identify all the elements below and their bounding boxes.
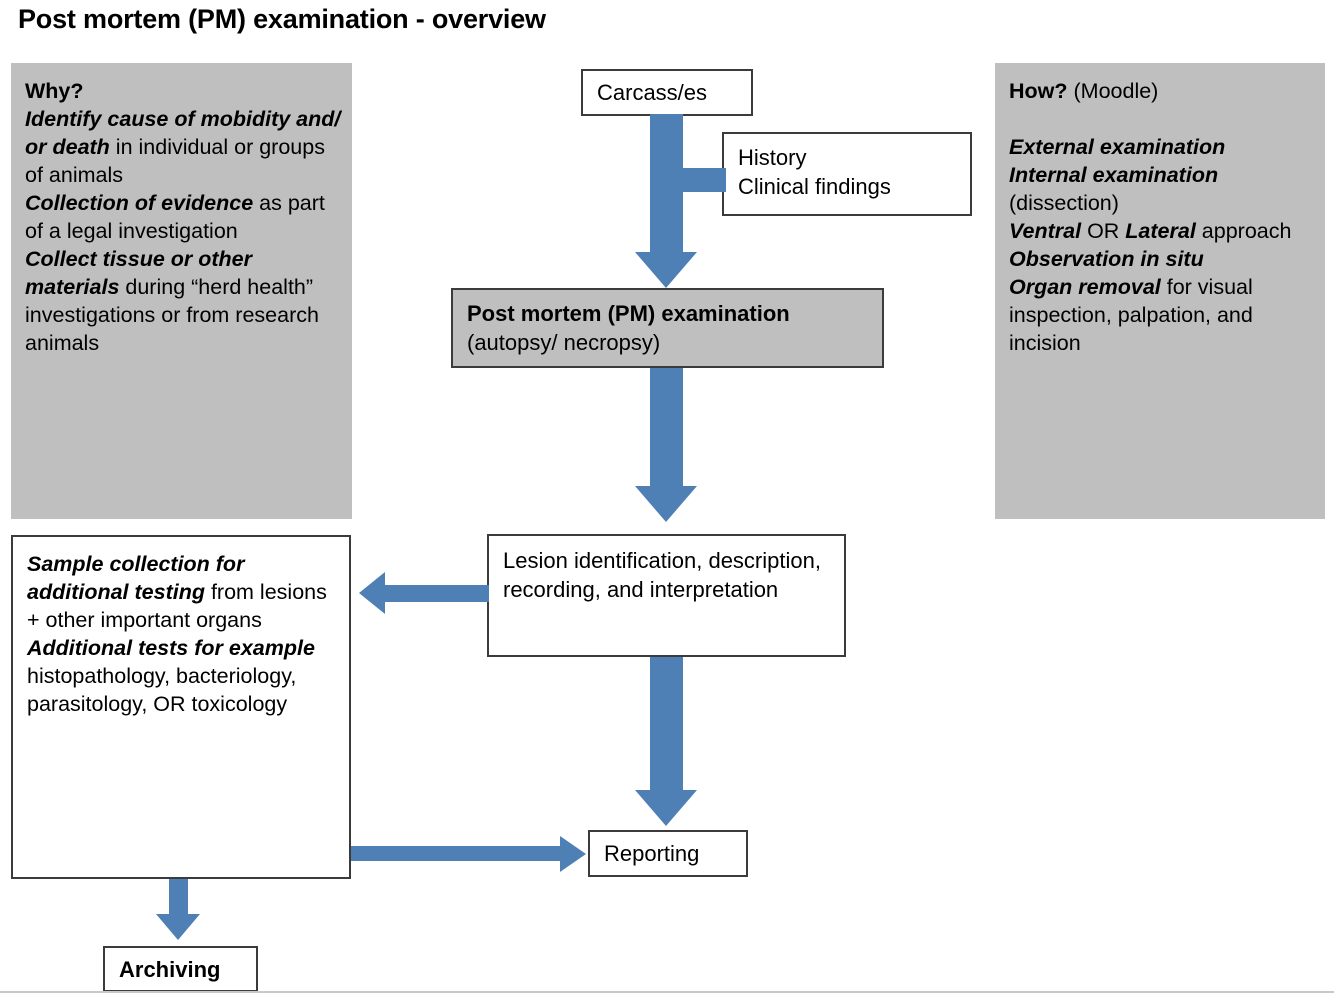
sample-item-2-emphasis: Additional tests for example bbox=[27, 636, 315, 660]
arrow-pm-to-lesion-shaft bbox=[650, 368, 683, 494]
pm-title: Post mortem (PM) examination bbox=[467, 301, 790, 326]
history-line-2: Clinical findings bbox=[738, 174, 891, 199]
archiving-label: Archiving bbox=[119, 957, 221, 982]
how-panel: How? (Moodle) External examination Inter… bbox=[995, 63, 1325, 519]
arrow-carcass-to-pm-head bbox=[635, 252, 697, 288]
how-spacer bbox=[1009, 105, 1319, 133]
arrow-lesion-to-sample-shaft bbox=[385, 585, 489, 602]
how-item-3: Ventral OR Lateral approach bbox=[1009, 217, 1319, 245]
how-item-5-emphasis: Organ removal bbox=[1009, 275, 1161, 299]
arrow-lesion-to-sample-head bbox=[359, 572, 385, 614]
arrow-pm-to-lesion-head bbox=[635, 486, 697, 522]
how-heading-label: How? bbox=[1009, 79, 1068, 103]
pm-subtitle: (autopsy/ necropsy) bbox=[467, 330, 661, 355]
arrow-sample-to-reporting-head bbox=[560, 836, 586, 872]
why-item-3-rest: during “herd health” investigations or f… bbox=[25, 275, 319, 355]
carcass-box: Carcass/es bbox=[581, 69, 753, 116]
page-title: Post mortem (PM) examination - overview bbox=[18, 4, 546, 34]
history-box: History Clinical findings bbox=[722, 132, 972, 216]
reporting-label: Reporting bbox=[604, 841, 700, 866]
arrow-lesion-to-reporting-head bbox=[635, 790, 697, 826]
how-item-2: Internal examination (dissection) bbox=[1009, 161, 1319, 217]
arrow-sample-to-reporting-shaft bbox=[351, 846, 563, 861]
sample-item-1-emphasis: Sample collection for additional testing bbox=[27, 552, 245, 604]
why-item-1-rest: in individual or groups of animals bbox=[25, 135, 325, 187]
why-item-2-emphasis: Collection of evidence bbox=[25, 191, 254, 215]
why-item-2: Collection of evidence as part of a lega… bbox=[25, 189, 342, 245]
lesion-identification-box: Lesion identification, description, reco… bbox=[487, 534, 846, 657]
reporting-box: Reporting bbox=[588, 830, 748, 877]
how-item-5-rest: for visual inspection, palpation, and in… bbox=[1009, 275, 1253, 355]
how-item-3-emphasis-2: Lateral bbox=[1125, 219, 1196, 243]
arrow-sample-to-archiving-shaft bbox=[169, 879, 188, 918]
sample-item-2-rest: histopathology, bacteriology, parasitolo… bbox=[27, 664, 297, 716]
how-item-2-rest: (dissection) bbox=[1009, 191, 1119, 215]
why-panel: Why? Identify cause of mobidity and/ or … bbox=[11, 63, 352, 519]
arrow-history-branch bbox=[680, 168, 726, 192]
why-item-1: Identify cause of mobidity and/ or death… bbox=[25, 105, 342, 189]
how-heading-note: (Moodle) bbox=[1067, 79, 1159, 103]
sample-item-1: Sample collection for additional testing… bbox=[27, 550, 341, 634]
why-item-3: Collect tissue or other materials during… bbox=[25, 245, 342, 357]
why-item-2-rest: as part of a legal investigation bbox=[25, 191, 325, 243]
carcass-label: Carcass/es bbox=[597, 80, 708, 105]
how-item-5: Organ removal for visual inspection, pal… bbox=[1009, 273, 1319, 357]
how-item-3-mid: OR bbox=[1081, 219, 1126, 243]
how-item-4-emphasis: Observation in situ bbox=[1009, 247, 1204, 271]
how-item-3-emphasis-1: Ventral bbox=[1009, 219, 1082, 243]
lesion-label: Lesion identification, description, reco… bbox=[503, 548, 821, 602]
bottom-divider bbox=[0, 991, 1334, 993]
how-item-1-emphasis: External examination bbox=[1009, 135, 1226, 159]
sample-collection-box: Sample collection for additional testing… bbox=[11, 535, 351, 879]
arrow-lesion-to-reporting-shaft bbox=[650, 657, 683, 797]
sample-item-1-rest: from lesions + other important organs bbox=[27, 580, 327, 632]
why-item-3-emphasis: Collect tissue or other materials bbox=[25, 247, 252, 299]
how-item-2-emphasis: Internal examination bbox=[1009, 163, 1219, 187]
pm-examination-box: Post mortem (PM) examination (autopsy/ n… bbox=[451, 288, 884, 368]
history-line-1: History bbox=[738, 145, 807, 170]
arrow-sample-to-archiving-head bbox=[156, 914, 200, 940]
sample-item-2: Additional tests for example histopathol… bbox=[27, 634, 341, 718]
arrow-carcass-to-pm-shaft bbox=[650, 114, 683, 260]
archiving-box: Archiving bbox=[103, 946, 258, 992]
why-item-1-emphasis: Identify cause of mobidity and/ or death bbox=[25, 107, 341, 159]
how-heading: How? (Moodle) bbox=[1009, 77, 1319, 105]
how-item-1: External examination bbox=[1009, 133, 1319, 161]
why-heading-label: Why? bbox=[25, 79, 84, 103]
why-heading: Why? bbox=[25, 77, 342, 105]
how-item-4: Observation in situ bbox=[1009, 245, 1319, 273]
how-item-3-rest: approach bbox=[1195, 219, 1292, 243]
